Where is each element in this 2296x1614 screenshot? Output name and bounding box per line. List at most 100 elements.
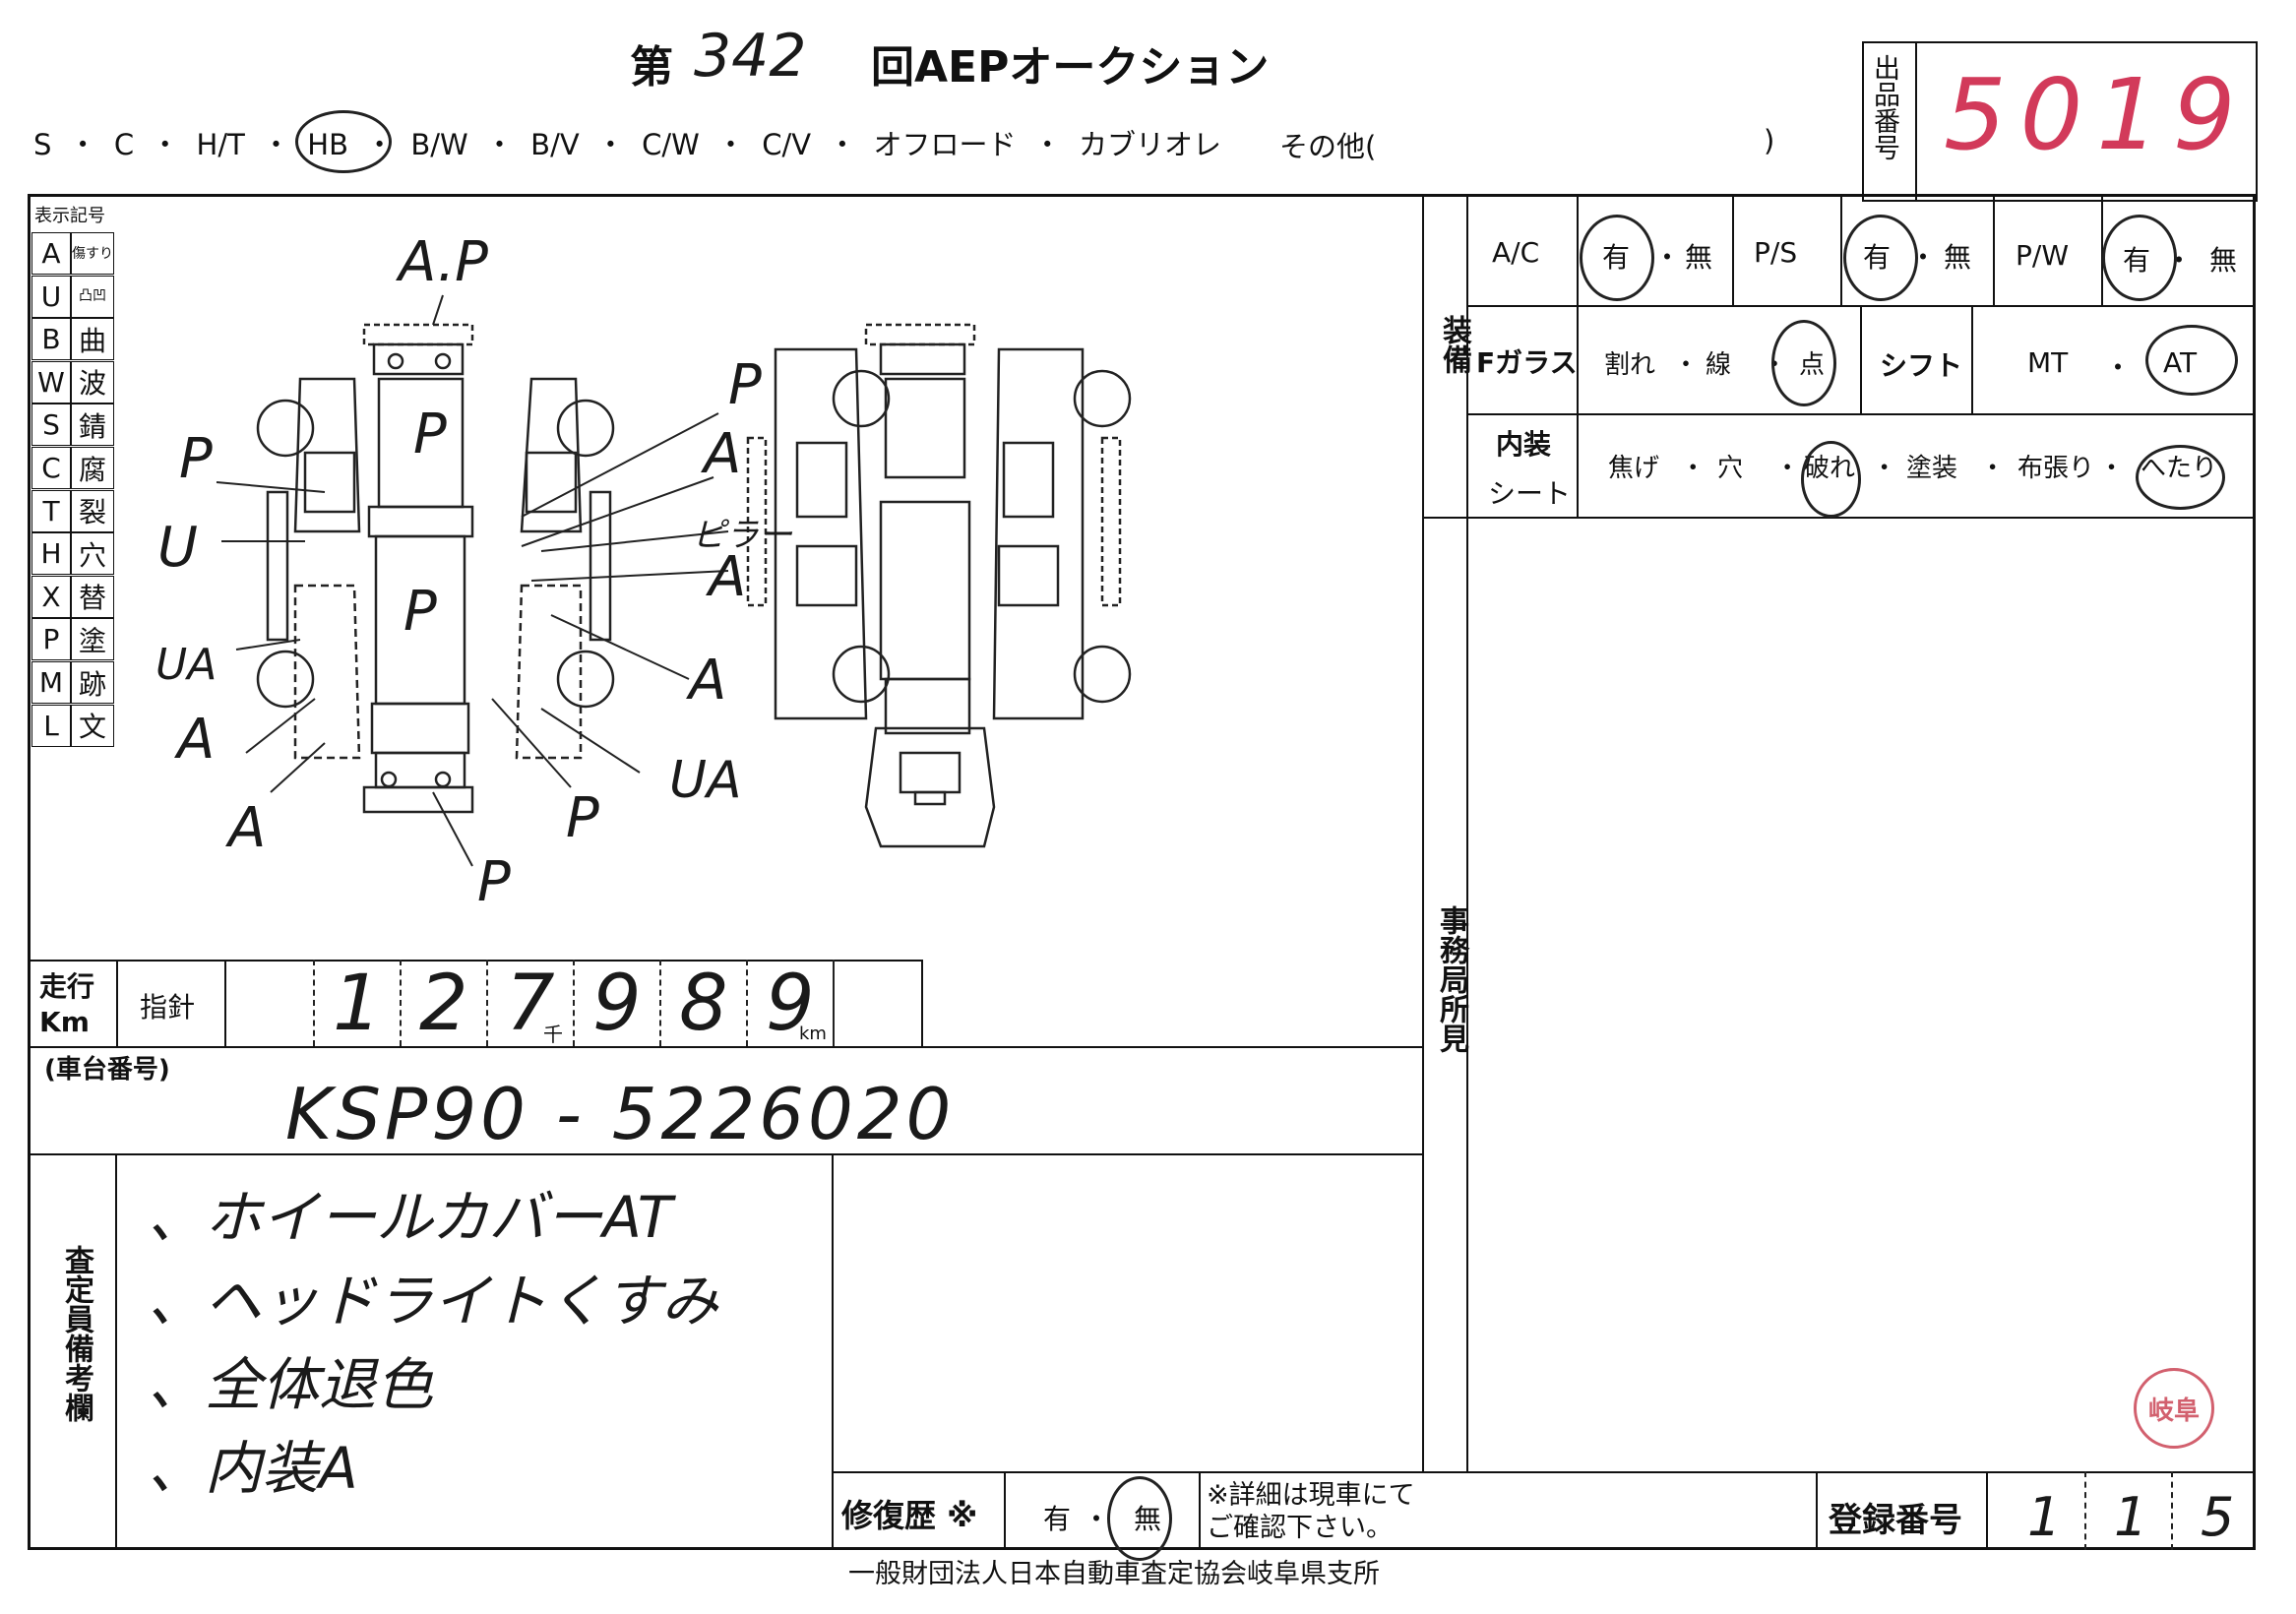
legend-code: X [31, 575, 71, 618]
mark-pillar: ピラー [692, 516, 793, 555]
interior-option: 布張り [2017, 454, 2095, 483]
fglass-dot-circle [1771, 320, 1836, 406]
footer-organization: 一般財団法人日本自動車査定協会岐阜県支所 [848, 1559, 1380, 1589]
mileage-digit: 8 [679, 960, 728, 1048]
mark-right-p: P [728, 353, 762, 417]
title-prefix: 第 [630, 42, 673, 93]
mileage-digit: 2 [419, 960, 468, 1048]
repair-sep: ・ [1083, 1503, 1111, 1535]
ac-yes-circle [1580, 215, 1654, 301]
office-label: 事務局所見 [1434, 905, 1468, 1053]
ac-no: 無 [1685, 241, 1713, 274]
legend-code: U [31, 275, 71, 318]
legend-meaning: 塗 [71, 618, 114, 661]
legend-code: A [31, 232, 71, 275]
mark-roof-p: P [403, 580, 437, 644]
registration-digit: 1 [2027, 1486, 2062, 1548]
mark-right-a: A [701, 422, 741, 486]
legend-meaning: 腐 [71, 447, 114, 489]
inspection-stamp: 岐阜 [2134, 1368, 2214, 1449]
lot-number: 5019 [1944, 57, 2250, 172]
repair-note: ※詳細は現車にてご確認下さい。 [1207, 1480, 1415, 1543]
registration-divider [2084, 1471, 2086, 1550]
mark-ap: A.P [396, 230, 488, 294]
shift-mt: MT [2027, 346, 2069, 379]
chassis-label: (車台番号) [44, 1055, 170, 1085]
interior-sep: ・ [1871, 454, 1897, 483]
title-suffix: 回AEPオークション [871, 42, 1270, 93]
ps-no: 無 [1944, 241, 1972, 274]
body-type-list: S ・ C ・ H/T ・ HB ・ B/W ・ B/V ・ C/W ・ C/V… [33, 128, 1221, 161]
interior-sep: ・ [1680, 454, 1706, 483]
legend-code: T [31, 489, 71, 532]
body-type-close: ) [1764, 124, 1775, 157]
shift-at-circle [2145, 325, 2238, 396]
remark-line: 、ホイールカバーAT [148, 1184, 673, 1251]
registration-divider [2171, 1471, 2173, 1550]
mark-pillar-a: A [706, 545, 746, 609]
equipment-label: 装備 [1437, 315, 1471, 374]
pw-no: 無 [2209, 244, 2238, 277]
legend-meaning: 裂 [71, 489, 114, 532]
mark-left-a1: A [174, 708, 215, 772]
mark-left-ua: UA [155, 640, 217, 690]
mileage-label-text: 走行Km [39, 970, 95, 1038]
mark-left-p: P [179, 427, 213, 491]
car-diagram: A.P P P P U UA A A P A ピラー A A UA P P [155, 230, 1132, 914]
interior-option: 焦げ [1608, 454, 1660, 483]
fglass-sep-1: ・ [1673, 350, 1700, 380]
legend-meaning: 曲 [71, 318, 114, 361]
legend-code: M [31, 661, 71, 704]
legend-title: 表示記号 [34, 206, 105, 226]
damage-leader-lines [216, 294, 729, 867]
remark-line: 、ヘッドライトくすみ [148, 1268, 719, 1335]
mileage-digit-divider [746, 960, 748, 1046]
interior-sep: ・ [2098, 454, 2125, 483]
lot-label: 出品番号 [1869, 54, 1899, 160]
stamp-text: 岐阜 [2147, 1396, 2200, 1426]
fglass-option-line: 線 [1706, 350, 1732, 380]
seat-label: シート [1488, 477, 1572, 510]
mileage-digit: 1 [333, 960, 382, 1048]
mark-left-a2: A [225, 796, 266, 860]
mileage-digit-divider [659, 960, 661, 1046]
ac-label: A/C [1492, 236, 1540, 269]
remark-line: 、内装A [148, 1435, 358, 1502]
auction-number: 342 [694, 22, 807, 91]
interior-option: 塗装 [1906, 454, 1958, 483]
legend-code: H [31, 532, 71, 576]
mileage-digit-divider [573, 960, 575, 1046]
interior-tear-circle [1801, 441, 1861, 518]
legend-code: B [31, 318, 71, 361]
shift-sep: ・ [2104, 351, 2133, 384]
registration-digit: 5 [2201, 1486, 2235, 1548]
fglass-option-crack: 割れ [1604, 350, 1656, 380]
pw-yes-circle [2102, 215, 2177, 301]
mileage-digit: 9 [592, 960, 642, 1048]
mileage-digit: 9 [766, 960, 815, 1048]
repair-label: 修復歴 ※ [841, 1497, 978, 1534]
body-type-circle [295, 110, 392, 173]
interior-option: 穴 [1717, 454, 1744, 483]
mileage-digit-divider [313, 960, 315, 1046]
mark-right-ua: UA [669, 751, 742, 810]
legend-code: L [31, 704, 71, 747]
legend-code: W [31, 360, 71, 404]
interior-sep: ・ [1774, 454, 1801, 483]
legend-meaning: 穴 [71, 532, 114, 576]
legend-meaning: 跡 [71, 661, 114, 704]
mileage-digit: 7 [506, 960, 555, 1048]
mark-rear-p: P [566, 786, 599, 850]
chassis-number: KSP90 - 5226020 [285, 1073, 956, 1155]
shift-label: シフト [1880, 349, 1963, 382]
mark-right-a2: A [686, 649, 726, 713]
